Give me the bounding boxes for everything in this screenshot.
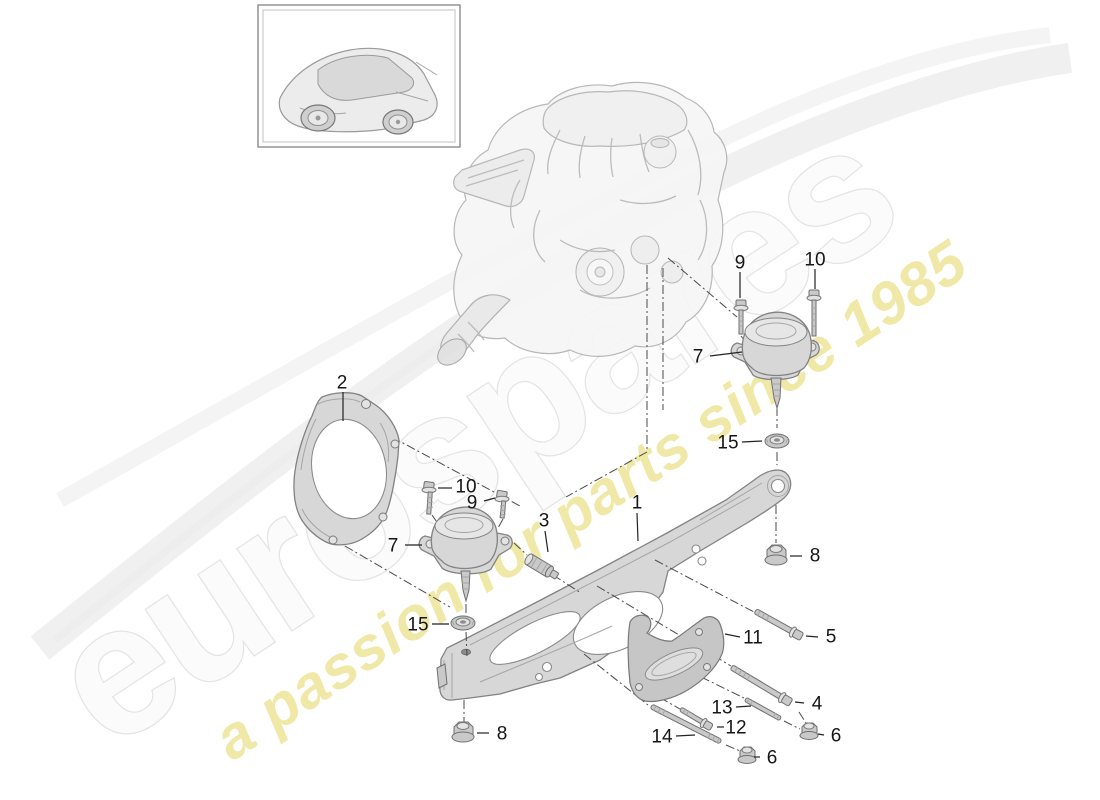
part-bolt-5 <box>754 608 804 641</box>
part-bolt-10-right <box>806 289 822 337</box>
callout-8[interactable]: 8 <box>790 546 820 567</box>
part-number-label[interactable]: 1 <box>632 493 643 514</box>
part-number-label[interactable]: 8 <box>497 724 508 745</box>
callout-13[interactable]: 13 <box>711 698 752 719</box>
callout-leader-line <box>544 530 549 553</box>
callout-leader-line <box>675 734 696 737</box>
part-nut-8-left <box>451 721 475 743</box>
callout-7[interactable]: 7 <box>388 536 422 557</box>
part-spacer-sleeve <box>524 553 559 580</box>
callout-3[interactable]: 3 <box>539 511 550 553</box>
callout-15[interactable]: 15 <box>717 433 763 454</box>
part-number-label[interactable]: 3 <box>539 511 550 532</box>
callout-10[interactable]: 10 <box>438 477 477 498</box>
callout-leader-line <box>724 633 741 638</box>
part-bolt-9-left <box>494 489 510 519</box>
part-washer-left <box>450 615 476 631</box>
callout-5[interactable]: 5 <box>805 627 837 648</box>
reference-lines-back <box>344 257 738 608</box>
part-number-label[interactable]: 6 <box>831 726 842 747</box>
callout-15[interactable]: 15 <box>407 615 449 636</box>
callout-2[interactable]: 2 <box>337 373 348 422</box>
part-number-label[interactable]: 11 <box>743 628 763 649</box>
callout-8[interactable]: 8 <box>477 724 507 745</box>
part-number-label[interactable]: 5 <box>826 627 837 648</box>
callout-leader-line <box>817 733 825 736</box>
engine-illustration <box>437 81 728 366</box>
callout-4[interactable]: 4 <box>794 694 823 715</box>
vehicle-thumbnail <box>257 4 461 148</box>
callout-leader-line <box>735 705 752 708</box>
part-bolt-12 <box>679 707 714 731</box>
callout-leader-line <box>794 701 805 704</box>
part-bolt-10-left <box>421 481 437 515</box>
callout-6[interactable]: 6 <box>754 748 777 769</box>
part-number-label[interactable]: 15 <box>407 615 428 636</box>
part-number-label[interactable]: 7 <box>693 347 704 368</box>
callout-11[interactable]: 11 <box>724 628 763 649</box>
part-number-label[interactable]: 9 <box>467 493 478 514</box>
part-number-label[interactable]: 4 <box>812 694 823 715</box>
part-number-label[interactable]: 13 <box>711 698 732 719</box>
callout-leader-line <box>483 497 496 502</box>
part-number-label[interactable]: 2 <box>337 373 348 394</box>
callout-leader-line <box>636 512 639 542</box>
part-number-label[interactable]: 6 <box>767 748 778 769</box>
part-number-label[interactable]: 8 <box>810 546 821 567</box>
callout-9[interactable]: 9 <box>467 493 496 514</box>
part-nut-6-lower <box>737 746 757 764</box>
part-nut-6-upper <box>799 722 819 740</box>
callout-7[interactable]: 7 <box>693 347 743 368</box>
car-icon <box>278 47 438 135</box>
callout-leader-line <box>741 440 763 443</box>
part-washer-right <box>764 433 790 449</box>
part-heat-shield <box>627 614 725 703</box>
callout-1[interactable]: 1 <box>632 493 643 542</box>
part-number-label[interactable]: 14 <box>651 727 673 748</box>
part-number-label[interactable]: 15 <box>717 433 738 454</box>
part-number-label[interactable]: 9 <box>735 253 746 274</box>
part-number-label[interactable]: 10 <box>455 477 476 498</box>
part-engine-mount-left <box>418 506 513 603</box>
part-stud-13 <box>744 697 782 721</box>
part-number-label[interactable]: 7 <box>388 536 399 557</box>
callout-9[interactable]: 9 <box>735 253 746 299</box>
part-engine-mount-right <box>730 311 820 410</box>
callout-leader-line <box>709 351 743 357</box>
callout-12[interactable]: 12 <box>717 718 747 739</box>
part-number-label[interactable]: 10 <box>804 250 825 271</box>
part-stud-14 <box>650 704 722 744</box>
callout-6[interactable]: 6 <box>817 726 842 747</box>
part-number-label[interactable]: 12 <box>725 718 746 739</box>
callout-14[interactable]: 14 <box>651 727 696 748</box>
part-nut-8-right <box>764 544 788 566</box>
callout-leader-line <box>805 635 819 638</box>
part-bolt-4 <box>730 665 793 707</box>
part-carrier-ring <box>293 392 400 546</box>
part-bolt-9-right <box>733 299 749 335</box>
callout-10[interactable]: 10 <box>804 250 826 290</box>
